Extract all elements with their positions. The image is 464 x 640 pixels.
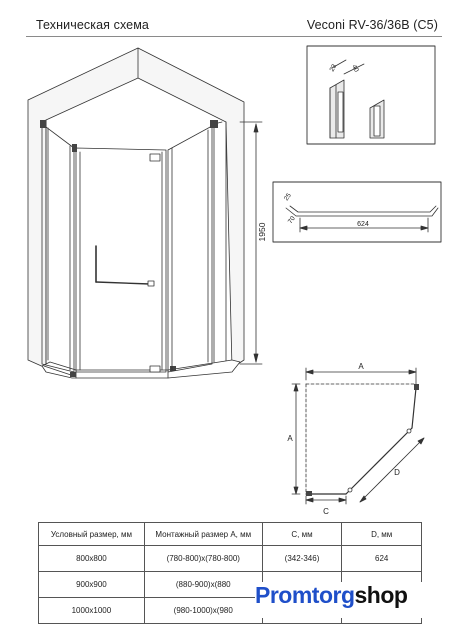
table-cell: 624 [341, 545, 422, 572]
profile-detail [306, 45, 436, 145]
dimensions-table: Условный размер, мм Монтажный размер А, … [38, 522, 422, 624]
table-cell: (780-800)х(780-800) [143, 545, 263, 572]
handle-dim-624: 624 [357, 221, 369, 228]
handle-detail [272, 181, 442, 243]
table-cell: (980-1000)х(980 [143, 597, 263, 624]
plan-label-d: D [394, 468, 400, 477]
drawing-title: Техническая схема [36, 18, 149, 32]
shower-enclosure [40, 120, 223, 373]
height-dimension [239, 121, 263, 365]
table-row: 800x800 (780-800)х(780-800) (342-346) 62… [38, 545, 422, 572]
handle-dim-25: 25 [283, 192, 293, 202]
col-header-d: D, мм [341, 522, 422, 546]
table-cell: 1000x1000 [38, 597, 145, 624]
col-header-nominal-size: Условный размер, мм [38, 522, 145, 546]
table-header-row: Условный размер, мм Монтажный размер А, … [38, 522, 422, 546]
profile-dim-40: 40 [350, 64, 360, 74]
shower-tray [41, 359, 241, 379]
table-cell: 800x800 [38, 545, 145, 572]
handle-dim-70: 70 [287, 215, 297, 225]
plan-label-c: C [323, 507, 329, 516]
col-header-mounting-size: Монтажный размер А, мм [143, 522, 263, 546]
header-divider [26, 36, 442, 37]
model-name: Veconi RV-36/36B (C5) [306, 18, 438, 32]
table-cell: (880-900)х(880 [143, 571, 263, 598]
brand-logo-part1: Promtorg [255, 582, 355, 608]
table-cell: 900x900 [38, 571, 145, 598]
brand-logo-part2: shop [354, 582, 408, 608]
table-cell: (342-346) [261, 545, 343, 572]
wall-outline [27, 47, 245, 369]
plan-label-a-left: A [287, 434, 293, 443]
plan-view [291, 367, 425, 505]
plan-label-a-top: A [358, 362, 364, 371]
profile-dim-23: 23 [329, 63, 339, 73]
brand-logo: Promtorgshop [255, 582, 455, 618]
height-label: 1950 [257, 222, 267, 241]
col-header-c: С, мм [261, 522, 343, 546]
